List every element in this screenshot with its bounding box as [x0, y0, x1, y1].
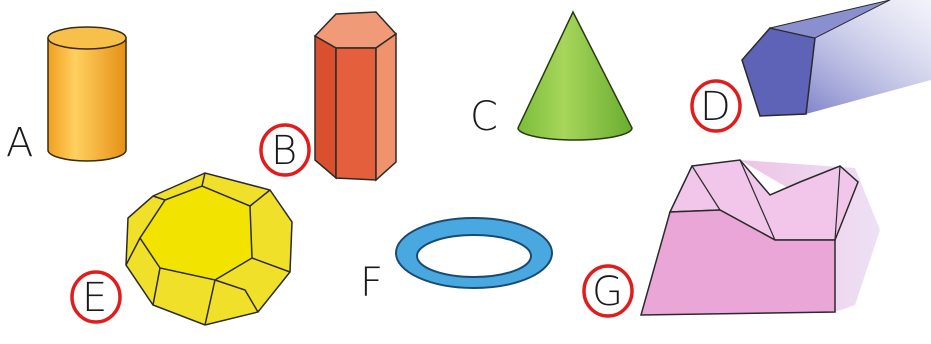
- label-e: E: [82, 275, 107, 321]
- circle-e: [70, 270, 122, 324]
- label-g: G: [592, 269, 623, 315]
- circle-d: [690, 79, 742, 133]
- shape-f-torus: [395, 217, 553, 289]
- shape-b-hexagonal-prism: [313, 11, 398, 182]
- circle-b: [259, 123, 311, 177]
- answer-circles: [70, 79, 742, 324]
- shape-e-truncated-octahedron: [125, 172, 293, 326]
- shape-a-cylinder: [47, 26, 127, 162]
- circle-g: [582, 264, 634, 318]
- label-c: C: [470, 94, 498, 140]
- shape-d-pentagonal-prism: [741, 0, 931, 117]
- label-d: D: [700, 84, 731, 130]
- label-b: B: [271, 128, 297, 174]
- shape-c-cone: [517, 10, 633, 141]
- shape-g-irregular-prism: [640, 159, 880, 316]
- label-a: A: [6, 120, 33, 166]
- label-f: F: [360, 260, 383, 306]
